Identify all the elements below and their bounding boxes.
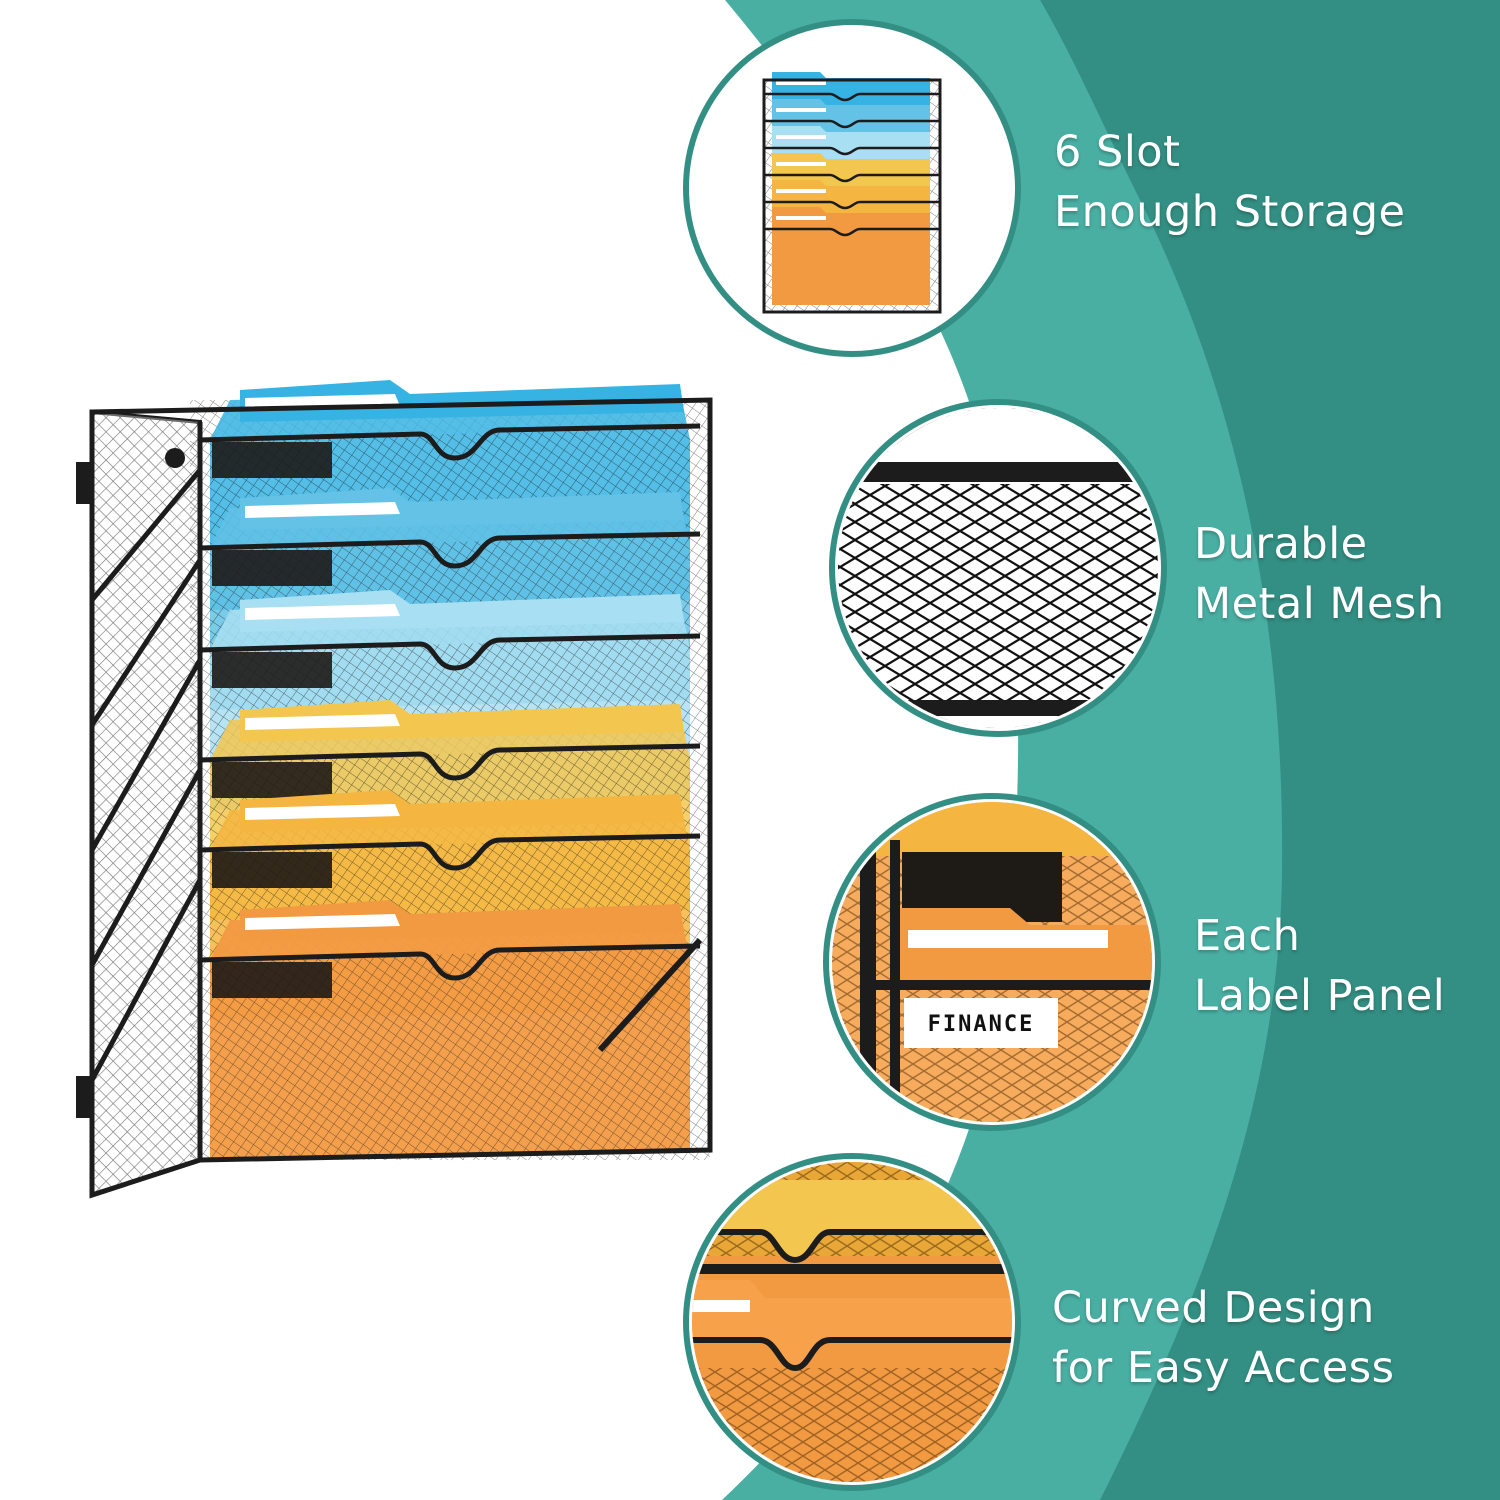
label-panel-text: FINANCE	[928, 1012, 1035, 1037]
feature-slots-line2: Enough Storage	[1054, 187, 1406, 237]
mount-hook-top	[76, 462, 90, 504]
teal-dark-band	[1040, 0, 1500, 1500]
folder-6	[199, 900, 701, 1160]
feature-mesh-text: Durable Metal Mesh	[1194, 514, 1445, 634]
feature-mesh-line1: Durable	[1194, 519, 1368, 569]
mini-folder-6	[764, 207, 940, 305]
feature-label-line1: Each	[1194, 911, 1301, 961]
folder-stack-icon	[683, 19, 1021, 357]
feature-curved-text: Curved Design for Easy Access	[1052, 1278, 1395, 1398]
label-panel-card	[904, 998, 1058, 1048]
feature-curved-line1: Curved Design	[1052, 1283, 1375, 1333]
feature-label-text: Each Label Panel	[1194, 906, 1445, 1026]
feature-slots-line1: 6 Slot	[1054, 127, 1181, 177]
feature-mesh-line2: Metal Mesh	[1194, 579, 1445, 629]
mount-screw	[165, 448, 185, 468]
organizer-frame	[89, 397, 713, 1199]
feature-slots-text: 6 Slot Enough Storage	[1054, 122, 1405, 242]
mesh-closeup-icon	[829, 399, 1167, 737]
mount-hook-bottom	[76, 1076, 90, 1118]
feature-label-line2: Label Panel	[1194, 971, 1446, 1021]
label-panel-icon: FINANCE	[823, 793, 1161, 1131]
feature-curved-line2: for Easy Access	[1052, 1343, 1395, 1393]
curved-edge-icon	[683, 1153, 1021, 1491]
